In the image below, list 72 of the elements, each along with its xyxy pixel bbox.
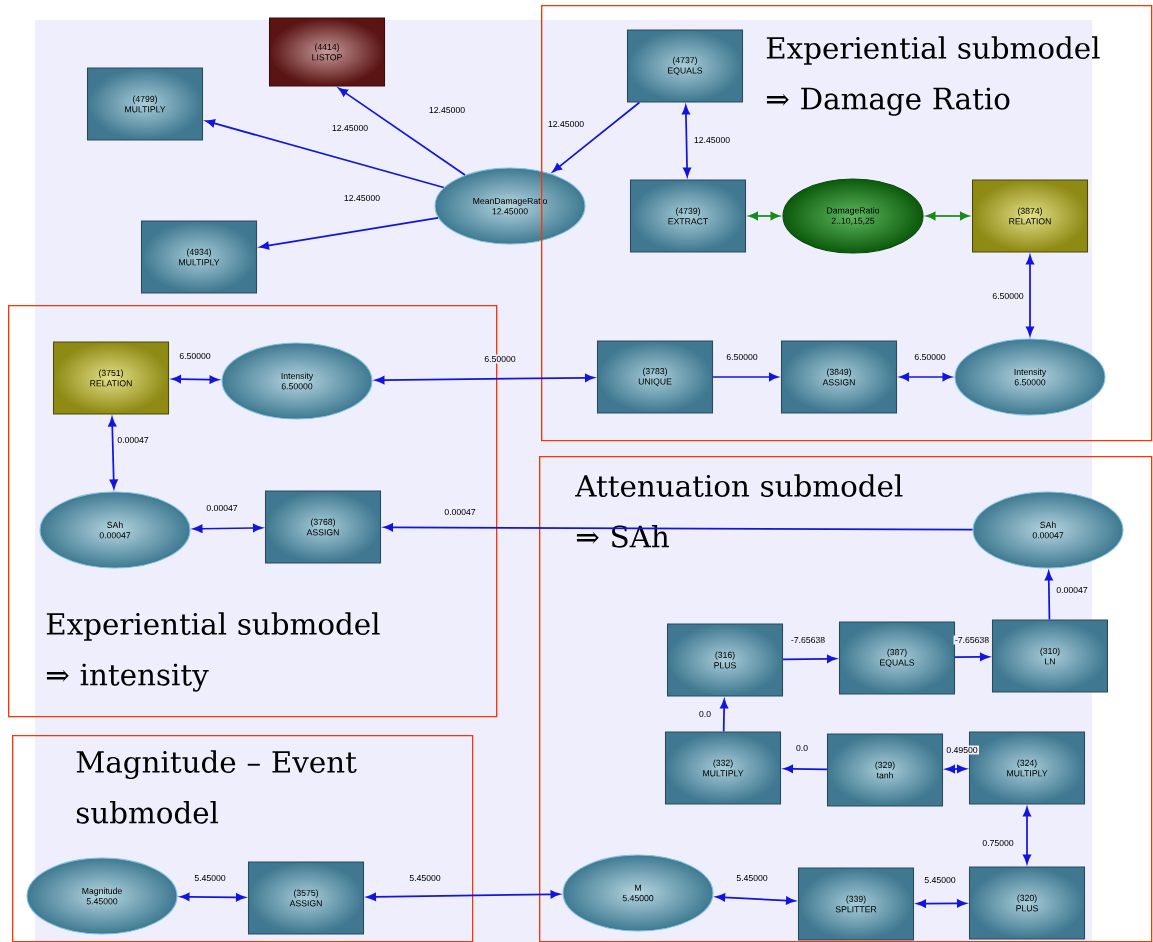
process-box: (4737) EQUALS xyxy=(626,29,744,103)
frame-heading: Magnitude – Event submodel xyxy=(76,750,357,824)
edge-label: 0.0 xyxy=(697,709,713,719)
connector-arrow xyxy=(899,373,952,381)
edge-label: 0.00047 xyxy=(205,503,239,513)
connector-arrow xyxy=(338,87,466,176)
process-box: (4934) MULTIPLY xyxy=(140,220,258,294)
edge-label: 0.00047 xyxy=(443,507,477,517)
connector-arrow xyxy=(748,212,780,220)
connector-arrow xyxy=(366,890,560,901)
process-box: (329) tanh xyxy=(826,733,944,807)
process-box: (387) EQUALS xyxy=(838,621,956,695)
edge-label: 0.00047 xyxy=(116,435,150,445)
connector-arrow xyxy=(180,892,246,902)
edge-label: 0.0 xyxy=(794,743,810,753)
connector-arrow xyxy=(383,523,974,532)
frame-heading: Experiential submodel ⇒ intensity xyxy=(46,612,380,692)
connector-arrow xyxy=(205,119,445,189)
process-box: (339) SPLITTER xyxy=(797,867,915,941)
connector-arrow xyxy=(171,375,219,384)
edge-label: 12.45000 xyxy=(546,119,586,129)
edge-label: 12.45000 xyxy=(342,193,382,203)
connector-arrow xyxy=(783,764,828,773)
connector-arrow xyxy=(916,899,967,908)
edge-label: 6.50000 xyxy=(913,352,947,362)
edge-label: 6.50000 xyxy=(991,291,1025,301)
connector-arrow xyxy=(715,893,796,905)
process-box: (3874) RELATION xyxy=(971,179,1089,253)
edge-label: 6.50000 xyxy=(178,351,212,361)
edge-label: 0.75000 xyxy=(981,838,1015,848)
edge-label: 6.50000 xyxy=(725,352,759,362)
process-box: (310) LN xyxy=(991,619,1109,693)
edge-label: 12.45000 xyxy=(692,135,732,145)
edge-label: 5.45000 xyxy=(923,875,957,885)
connector-arrow xyxy=(1044,571,1053,621)
connector-arrow xyxy=(945,764,967,773)
connector-arrow xyxy=(375,373,595,385)
connector-arrow xyxy=(720,699,729,733)
process-box: (3768) ASSIGN xyxy=(264,490,382,564)
edge-label: 0.00047 xyxy=(1055,585,1089,595)
connector-arrow xyxy=(782,654,837,663)
edge-label: 12.45000 xyxy=(330,123,370,133)
process-box: (320) PLUS xyxy=(968,866,1086,940)
connector-arrow xyxy=(259,216,439,250)
process-box: (3849) ASSIGN xyxy=(780,340,898,414)
edge-label: 6.50000 xyxy=(483,354,517,364)
process-box: (4739) EXTRACT xyxy=(629,179,747,253)
connector-arrow xyxy=(108,417,118,489)
edge-label: 5.45000 xyxy=(408,873,442,883)
process-box: (4414) LISTOP xyxy=(268,17,386,87)
frame-heading: Experiential submodel ⇒ Damage Ratio xyxy=(766,36,1100,116)
connector-arrow xyxy=(1023,807,1031,864)
connector-arrow xyxy=(681,105,692,177)
process-box: (332) MULTIPLY xyxy=(664,731,782,805)
process-box: (316) PLUS xyxy=(666,623,784,697)
frame-heading: Attenuation submodel ⇒ SAh xyxy=(575,474,903,548)
edge-label: 0.49500 xyxy=(945,745,979,755)
process-box: (3751) RELATION xyxy=(52,341,170,415)
connector-arrow xyxy=(1026,255,1034,336)
edge-label: 12.45000 xyxy=(427,105,467,115)
edge-label: -7.65638 xyxy=(789,635,827,645)
edge-label: -7.65638 xyxy=(953,635,991,645)
process-box: (3783) UNIQUE xyxy=(596,340,714,414)
connector-arrow xyxy=(712,373,779,381)
edge-label: 5.45000 xyxy=(735,873,769,883)
process-box: (4799) MULTIPLY xyxy=(86,67,204,141)
connector-arrow xyxy=(954,652,990,661)
connector-arrow xyxy=(193,524,263,533)
edge-label: 5.45000 xyxy=(193,873,227,883)
connector-arrow xyxy=(926,212,970,220)
connector-arrow xyxy=(552,101,641,173)
process-box: (3575) ASSIGN xyxy=(247,861,365,935)
